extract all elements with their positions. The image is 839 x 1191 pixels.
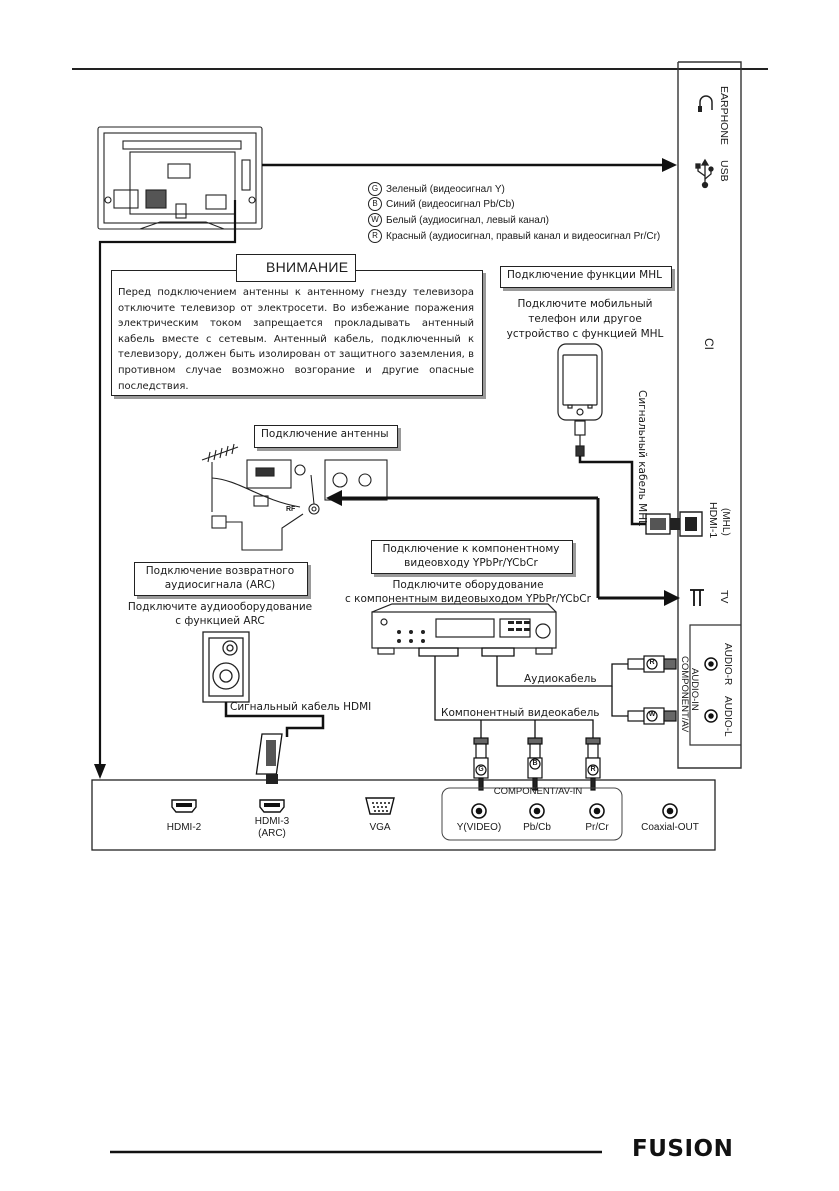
component-desc-line: с компонентным видеовыходом YPbPr/YCbCr — [345, 593, 591, 605]
arc-desc-line: с функцией ARC — [175, 615, 265, 627]
vga-label: VGA — [369, 822, 391, 833]
audio-r-label: AUDIO-R — [722, 643, 733, 686]
legend-item: W Белый (аудиосигнал, левый канал) — [368, 213, 549, 227]
y-video-jack — [471, 803, 487, 819]
earphone-icon — [698, 95, 713, 112]
antenna-illustration — [201, 443, 388, 551]
legend-letter: G — [368, 182, 382, 196]
component-title-line: видеовходу YPbPr/YCbCr — [404, 557, 538, 569]
arc-desc: Подключите аудиооборудование с функцией … — [110, 600, 330, 628]
tv-back-illustration — [97, 126, 263, 230]
audio-cable-label: Аудиокабель — [524, 673, 597, 685]
audio-in-label: AUDIO-IN — [689, 668, 700, 711]
plug-letter-b: B — [532, 760, 538, 767]
brand-logo: FUSION — [632, 1136, 734, 1162]
rf-label: RF — [286, 506, 296, 513]
plug-letter-audio-w: W — [648, 711, 656, 718]
legend-letter: B — [368, 197, 382, 211]
bottom-panel-outline — [91, 779, 716, 851]
legend-text: Красный (аудиосигнал, правый канал и вид… — [386, 230, 661, 242]
audio-input-group — [689, 624, 741, 746]
hdmi-plug-arc — [255, 733, 283, 784]
mhl-desc-line: устройство с функцией MHL — [506, 328, 664, 340]
pb-cb-label: Pb/Cb — [523, 822, 551, 833]
audio-l-jack — [704, 709, 718, 723]
audio-l-label: AUDIO-L — [722, 696, 733, 737]
arc-desc-line: Подключите аудиооборудование — [127, 601, 313, 613]
component-title: Подключение к компонентному видеовходу Y… — [371, 542, 571, 570]
coaxial-out-label: Coaxial-OUT — [641, 822, 699, 833]
hdmi-3-sub: (ARC) — [258, 828, 286, 839]
top-rule — [72, 68, 768, 70]
hdmi-cable-label: Сигнальный кабель HDMI — [230, 701, 372, 713]
legend-letter: W — [368, 213, 382, 227]
plug-letter-r: R — [590, 766, 596, 773]
warning-text: Перед подключением антенны к антенному г… — [118, 287, 474, 392]
vga-port-icon — [365, 797, 395, 815]
antenna-port-icon — [690, 589, 704, 606]
hdmi-3-name: HDMI-3 — [254, 816, 290, 827]
usb-icon — [695, 158, 714, 189]
mobile-phone-illustration — [557, 343, 603, 457]
mhl-desc-line: Подключите мобильный — [517, 298, 653, 310]
component-title-box — [371, 540, 573, 574]
video-cable-label: Компонентный видеокабель — [441, 707, 600, 719]
audio-r-jack — [704, 657, 718, 671]
rca-plug-audio-white — [627, 707, 677, 725]
component-device-illustration — [371, 603, 557, 655]
legend-letter: R — [368, 229, 382, 243]
arc-title-box — [134, 562, 308, 596]
ci-label: CI — [702, 338, 716, 350]
earphone-label: EARPHONE — [718, 86, 730, 145]
rca-plug-green — [473, 737, 489, 791]
speaker-illustration — [202, 631, 250, 703]
hdmi-2-port-icon — [171, 799, 197, 813]
rca-plug-blue — [527, 737, 543, 791]
legend-item: B Синий (видеосигнал Pb/Cb) — [368, 197, 515, 211]
usb-label: USB — [718, 160, 730, 182]
mhl-desc: Подключите мобильный телефон или другое … — [500, 297, 670, 342]
pr-cr-jack — [589, 803, 605, 819]
legend-text: Белый (аудиосигнал, левый канал) — [386, 214, 549, 226]
component-group-outline — [441, 787, 623, 841]
component-title-line: Подключение к компонентному — [382, 543, 560, 555]
mhl-desc-line: телефон или другое — [528, 313, 642, 325]
hdmi-1-label: HDMI-1 — [707, 502, 719, 539]
mhl-cable-label: Сигнальный кабель MHL — [636, 390, 648, 526]
legend-text: Синий (видеосигнал Pb/Cb) — [386, 198, 515, 210]
pb-cb-jack — [529, 803, 545, 819]
legend-item: G Зеленый (видеосигнал Y) — [368, 182, 505, 196]
rca-plug-audio-red — [627, 655, 677, 673]
tv-port-label: TV — [718, 590, 730, 604]
plug-letter-g: G — [478, 766, 484, 773]
component-av-in-label: COMPONENT/AV-IN — [493, 786, 583, 797]
hdmi-1-sub-label: (MHL) — [720, 508, 731, 536]
component-desc: Подключите оборудование с компонентным в… — [300, 578, 636, 606]
antenna-title: Подключение антенны — [261, 428, 389, 440]
hdmi-3-port-icon — [259, 799, 285, 813]
warning-title-box — [236, 254, 356, 282]
legend-text: Зеленый (видеосигнал Y) — [386, 183, 505, 195]
side-panel-outline — [677, 61, 742, 769]
antenna-title-box — [254, 425, 398, 448]
legend-item: R Красный (аудиосигнал, правый канал и в… — [368, 229, 660, 243]
plug-letter-audio-r: R — [649, 659, 655, 666]
hdmi-3-label: HDMI-3 (ARC) — [242, 816, 302, 840]
arc-title-line: Подключение возвратного — [145, 565, 295, 577]
coaxial-out-jack — [662, 803, 678, 819]
arc-title: Подключение возвратного аудиосигнала (AR… — [134, 564, 306, 592]
hdmi-2-label: HDMI-2 — [166, 822, 202, 833]
mhl-title: Подключение функции MHL — [507, 269, 662, 281]
mhl-hdmi-plug — [645, 513, 680, 535]
hdmi-1-port-icon — [679, 511, 703, 537]
warning-title: ВНИМАНИЕ — [266, 259, 349, 275]
arc-title-line: аудиосигнала (ARC) — [164, 579, 276, 591]
component-desc-line: Подключите оборудование — [392, 579, 544, 591]
mhl-title-box — [500, 266, 672, 288]
rca-plug-red — [585, 737, 601, 791]
pr-cr-label: Pr/Cr — [585, 822, 609, 833]
warning-box — [111, 270, 483, 396]
y-video-label: Y(VIDEO) — [456, 822, 502, 833]
